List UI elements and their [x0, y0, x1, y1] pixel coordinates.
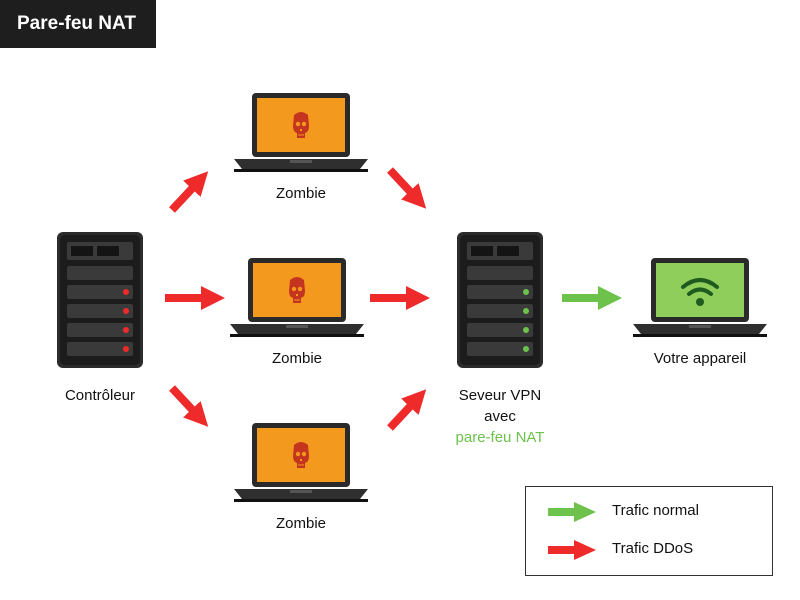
legend: Trafic normal Trafic DDoS [525, 486, 773, 576]
vpn-server-label-line1: Seveur VPN [458, 387, 542, 404]
ddos-arrow-controller-to-zombie-bottom [169, 385, 209, 427]
green-arrow-icon [548, 502, 596, 522]
vpn-server-label-line2: avec [484, 408, 516, 425]
zombie-laptop-mid-icon [230, 258, 364, 337]
red-arrow-icon [548, 540, 596, 560]
vpn-server-label-line3: pare-feu NAT [455, 429, 545, 446]
zombie-top-label: Zombie [275, 185, 327, 202]
diagram-title: Pare-feu NAT [0, 0, 156, 48]
controller-label: Contrôleur [64, 387, 136, 404]
ddos-arrow-zombie-bottom-to-server [387, 389, 427, 431]
zombie-laptop-top-icon [234, 93, 368, 172]
zombie-bottom-label: Zombie [275, 515, 327, 532]
legend-normal-label: Trafic normal [612, 502, 699, 519]
device-laptop-icon [633, 258, 767, 337]
zombie-laptop-bottom-icon [234, 423, 368, 502]
legend-ddos-label: Trafic DDoS [612, 540, 694, 557]
vpn-server-icon [457, 232, 543, 368]
legend-normal: Trafic normal [546, 499, 766, 525]
ddos-arrow-zombie-top-to-server [387, 167, 427, 209]
wifi-icon [681, 278, 719, 296]
vpn-server-label: Seveur VPN avec pare-feu NAT [430, 385, 570, 448]
controller-server-icon [57, 232, 143, 368]
ddos-arrow-controller-to-zombie-top [169, 171, 209, 213]
zombie-mid-label: Zombie [271, 350, 323, 367]
legend-ddos: Trafic DDoS [546, 537, 766, 563]
device-label: Votre appareil [653, 350, 747, 367]
